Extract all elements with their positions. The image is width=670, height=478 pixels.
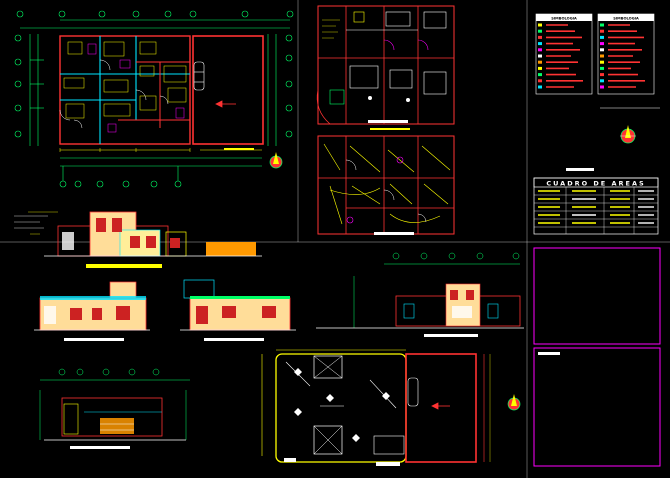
legend-symbol bbox=[600, 73, 604, 77]
legend-symbol bbox=[538, 35, 542, 39]
legend-symbol bbox=[538, 85, 542, 89]
garage-car bbox=[193, 61, 205, 91]
front-elevation bbox=[14, 211, 262, 268]
plan-fixtures bbox=[87, 43, 185, 133]
grid-axis-left bbox=[14, 34, 44, 146]
plan-furniture bbox=[63, 41, 187, 119]
legend-symbol bbox=[600, 42, 604, 46]
section-a bbox=[39, 368, 190, 449]
legend-symbol bbox=[600, 60, 604, 64]
legend-symbol bbox=[600, 23, 604, 27]
legend-symbol bbox=[538, 54, 542, 58]
legend-symbol bbox=[538, 73, 542, 77]
north-arrow-icon-legend bbox=[620, 125, 636, 144]
title-block-lower bbox=[533, 347, 661, 467]
legend-symbol bbox=[538, 29, 542, 33]
legend-left-header: SIMBOLOGIA bbox=[551, 17, 577, 21]
legend-symbol bbox=[600, 48, 604, 52]
legend-symbol bbox=[538, 79, 542, 83]
legend-symbol bbox=[538, 42, 542, 46]
grid-axis-right bbox=[267, 34, 293, 146]
roof-plan bbox=[261, 349, 491, 466]
legend-symbol bbox=[538, 66, 542, 70]
north-arrow-icon-site bbox=[507, 394, 521, 411]
areas-table: CUADRO DE AREAS bbox=[533, 168, 659, 235]
legend-symbol bbox=[600, 35, 604, 39]
legend-symbol bbox=[600, 29, 604, 33]
legend-symbol bbox=[600, 66, 604, 70]
side-elevation-right bbox=[180, 279, 296, 341]
legend-symbol bbox=[538, 60, 542, 64]
areas-table-title: CUADRO DE AREAS bbox=[546, 180, 645, 188]
legend-symbol bbox=[600, 85, 604, 89]
floor-plan-lower bbox=[317, 135, 455, 235]
drawing-title-bars bbox=[224, 128, 410, 150]
floor-plan-upper bbox=[316, 5, 455, 125]
grid-axis-bottom bbox=[59, 157, 262, 188]
plan-doors bbox=[59, 59, 169, 129]
title-block-upper bbox=[533, 247, 661, 345]
plan-walls bbox=[59, 35, 264, 145]
north-arrow-icon bbox=[269, 152, 283, 169]
side-elevation-left bbox=[34, 281, 150, 341]
legend-symbol bbox=[538, 48, 542, 52]
grid-axis-top bbox=[16, 10, 294, 29]
floor-plan-main bbox=[14, 10, 294, 188]
section-b bbox=[316, 252, 524, 337]
legend-symbol bbox=[600, 54, 604, 58]
garage-arrow bbox=[215, 100, 236, 108]
legend-symbol bbox=[600, 79, 604, 83]
legend-right-block: SIMBOLOGIA bbox=[597, 13, 655, 95]
legend-left-block: SIMBOLOGIA bbox=[535, 13, 593, 95]
legend-right-header: SIMBOLOGIA bbox=[613, 17, 639, 21]
legend-symbol bbox=[538, 23, 542, 27]
